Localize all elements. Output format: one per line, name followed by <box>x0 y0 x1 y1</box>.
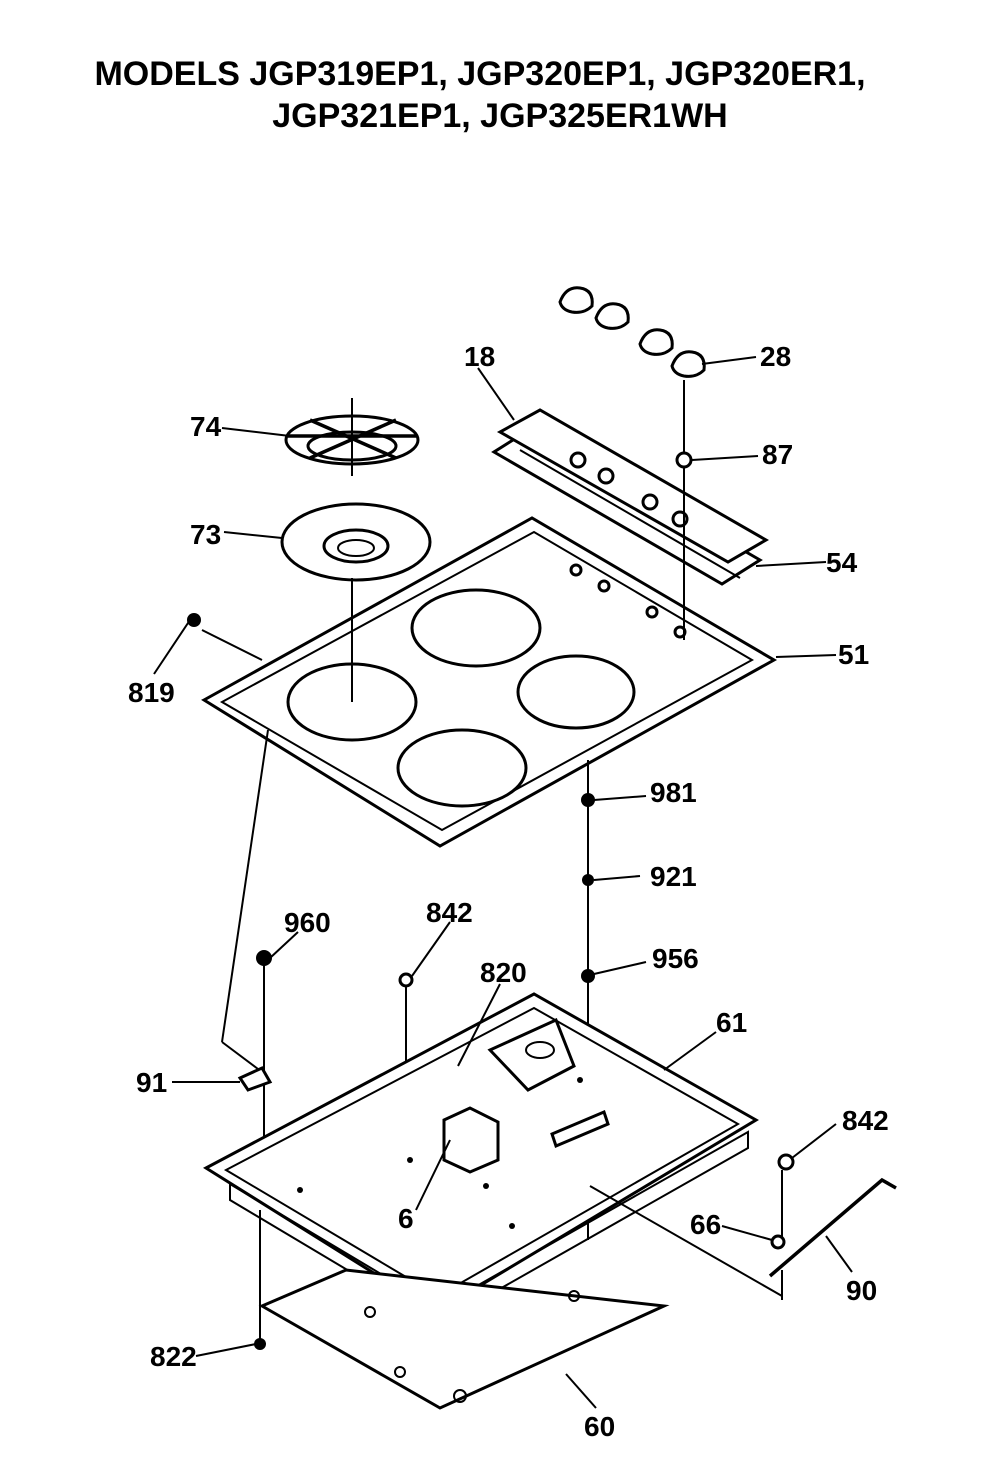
callout-28: 28 <box>760 341 791 372</box>
callout-6: 6 <box>398 1203 414 1234</box>
manifold-bracket <box>589 1177 897 1300</box>
callout-819: 819 <box>128 677 175 708</box>
drip-pan <box>280 502 432 582</box>
bottom-cover-plate <box>258 1268 670 1410</box>
callout-51: 51 <box>838 639 869 670</box>
callout-91: 91 <box>136 1067 167 1098</box>
callout-74: 74 <box>190 411 222 442</box>
diagram-title-line-2: JGP321EP1, JGP325ER1WH <box>272 97 728 135</box>
callout-956: 956 <box>652 943 699 974</box>
callout-73: 73 <box>190 519 221 550</box>
callout-66: 66 <box>690 1209 721 1240</box>
callout-842-top: 842 <box>426 897 473 928</box>
control-panel <box>491 408 770 586</box>
control-knobs <box>558 286 706 378</box>
callout-18: 18 <box>464 341 495 372</box>
burner-box-base <box>203 992 759 1326</box>
callout-leaders <box>153 356 853 1409</box>
callout-61: 61 <box>716 1007 747 1038</box>
clip <box>237 1066 273 1092</box>
cooktop-panel <box>201 516 778 848</box>
callout-820: 820 <box>480 957 527 988</box>
burner-grate <box>284 398 420 476</box>
callout-921: 921 <box>650 861 697 892</box>
callout-842-right: 842 <box>842 1105 889 1136</box>
callout-822: 822 <box>150 1341 197 1372</box>
callout-54: 54 <box>826 547 858 578</box>
callout-90: 90 <box>846 1275 877 1306</box>
callout-960: 960 <box>284 907 331 938</box>
callout-981: 981 <box>650 777 697 808</box>
callout-60: 60 <box>584 1411 615 1442</box>
diagram-title-line-1: MODELS JGP319EP1, JGP320EP1, JGP320ER1, <box>94 55 866 93</box>
callout-87: 87 <box>762 439 793 470</box>
